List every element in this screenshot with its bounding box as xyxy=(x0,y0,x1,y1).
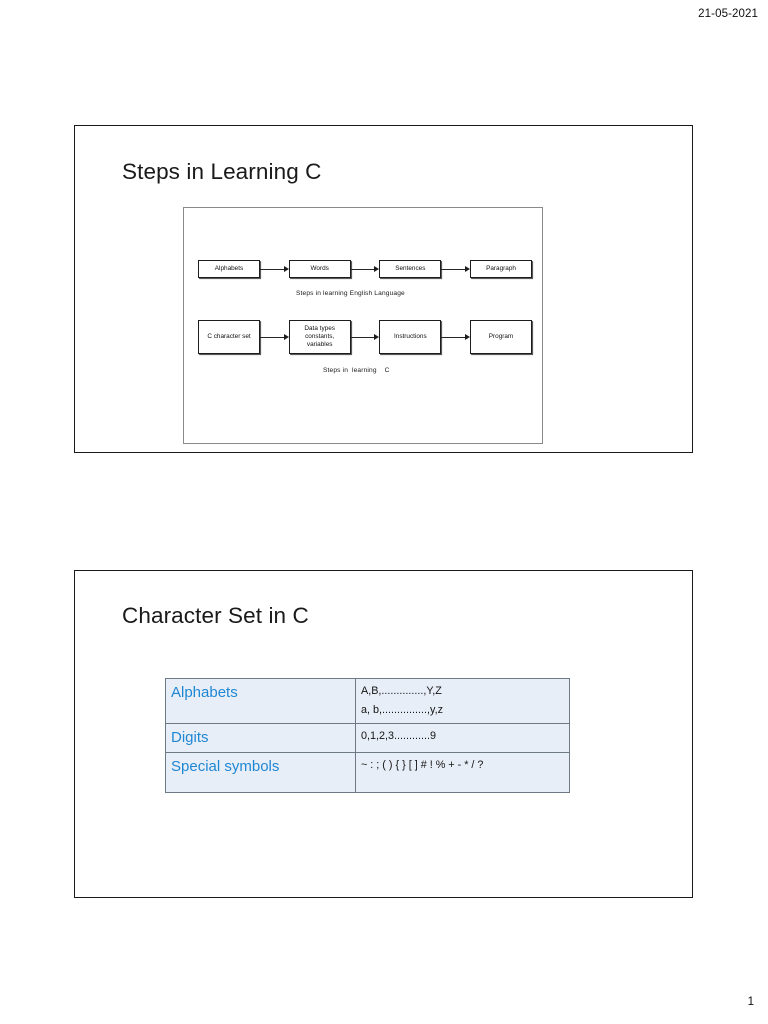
table-cell-value-alphabets: A,B,..............,Y,Z a, b,............… xyxy=(355,677,570,725)
table-cell-value-digits: 0,1,2,3............9 xyxy=(355,723,570,753)
flow-box-instructions: Instructions xyxy=(379,320,442,354)
table-cell-key-digits: Digits xyxy=(165,723,356,753)
flow-box-c-character-set: C character set xyxy=(198,320,260,354)
table-cell-key-special-symbols: Special symbols xyxy=(165,751,356,793)
flow-box-words: Words xyxy=(288,260,351,278)
flow-box-paragraph: Paragraph xyxy=(470,260,533,278)
flow-row-english: Alphabets Words Sentences Paragraph xyxy=(198,260,533,278)
value-line: 0,1,2,3............9 xyxy=(361,730,437,743)
character-set-table: Alphabets A,B,..............,Y,Z a, b,..… xyxy=(165,677,570,793)
document-date: 21-05-2021 xyxy=(698,8,758,20)
arrow-instructions-to-program xyxy=(441,334,470,341)
flow-box-data-types: Data types constants, variables xyxy=(288,320,351,354)
table-row: Alphabets A,B,..............,Y,Z a, b,..… xyxy=(165,677,570,725)
table-cell-key-alphabets: Alphabets xyxy=(165,677,356,725)
arrow-alphabets-to-words xyxy=(260,266,289,273)
arrow-charset-to-datatypes xyxy=(260,334,289,341)
flow-box-program: Program xyxy=(470,320,533,354)
table-cell-value-special-symbols: ~ : ; ( ) { } [ ] # ! % + - * / ? xyxy=(355,751,570,793)
arrow-sentences-to-paragraph xyxy=(441,266,470,273)
slide-steps-in-learning-c: Steps in Learning C Alphabets Words Sent… xyxy=(74,125,693,453)
caption-c-flow: Steps in learning C xyxy=(323,367,390,374)
page-title: Character Set in C xyxy=(122,603,309,628)
learning-steps-diagram: Alphabets Words Sentences Paragraph Step… xyxy=(183,207,543,444)
flow-row-c: C character set Data types constants, va… xyxy=(198,320,533,354)
flow-box-alphabets: Alphabets xyxy=(198,260,260,278)
table-row: Digits 0,1,2,3............9 xyxy=(165,723,570,753)
value-line: a, b,...............,y,z xyxy=(361,703,443,716)
caption-english-flow: Steps in learning English Language xyxy=(296,290,405,297)
value-line: ~ : ; ( ) { } [ ] # ! % + - * / ? xyxy=(361,758,484,771)
table-row: Special symbols ~ : ; ( ) { } [ ] # ! % … xyxy=(165,751,570,793)
value-line: A,B,..............,Y,Z xyxy=(361,685,442,697)
arrow-words-to-sentences xyxy=(350,266,380,273)
diagram-inner: Alphabets Words Sentences Paragraph Step… xyxy=(184,208,542,443)
arrow-datatypes-to-instructions xyxy=(350,334,380,341)
page-title: Steps in Learning C xyxy=(122,159,322,184)
flow-box-sentences: Sentences xyxy=(379,260,442,278)
page-number: 1 xyxy=(747,996,754,1008)
slide-character-set-in-c: Character Set in C Alphabets A,B,.......… xyxy=(74,570,693,898)
